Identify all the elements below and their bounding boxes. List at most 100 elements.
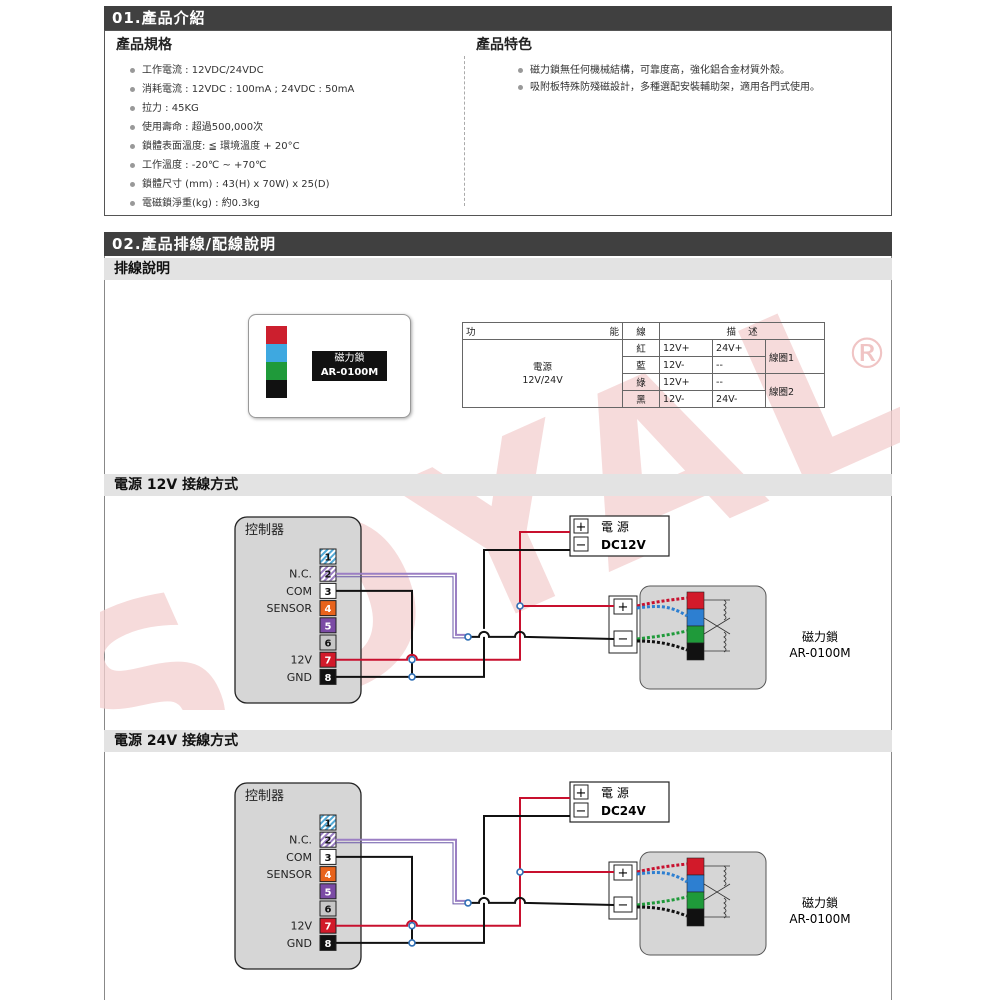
specs-list: 工作電流 : 12VDC/24VDC 消耗電流 : 12VDC : 100mA … (128, 61, 354, 213)
lock-wire-block (686, 874, 705, 893)
junction-node (408, 939, 416, 947)
lock-minus-sign: − (618, 632, 629, 647)
header-cell: 能 (609, 327, 620, 338)
wire-lock-minus (468, 896, 615, 906)
power-minus-terminal (573, 802, 589, 818)
terminal-label: N.C. (289, 568, 312, 581)
wire-color-cell: 紅 (622, 339, 661, 357)
lock-lead-green (636, 629, 688, 641)
lock-lead-red (636, 862, 688, 874)
controller-title: 控制器 (245, 789, 284, 804)
terminal-block (319, 900, 337, 917)
black-wire-swatch (266, 380, 287, 398)
lock-wire-block (686, 642, 705, 661)
terminal-block (319, 866, 337, 883)
power-minus-sign: − (576, 804, 587, 819)
junction-node (516, 602, 524, 610)
wire-power-minus (483, 549, 570, 629)
terminal-number: 7 (325, 922, 332, 933)
lock-wire-strip (266, 326, 287, 398)
terminal-number: 8 (325, 673, 332, 684)
wire-gnd (336, 902, 485, 944)
wire-12v (336, 797, 570, 927)
terminal-label: GND (287, 671, 312, 684)
junction-node (516, 868, 524, 876)
lock-minus-sign: − (618, 898, 629, 913)
lock-label-name: 磁力鎖 (334, 353, 365, 364)
lock-label-model: AR-0100M (320, 367, 379, 378)
wiring-frame (104, 256, 892, 1000)
section-title-wiring: 02.產品排線/配線說明 (104, 232, 892, 256)
lock-lead-blue (636, 870, 688, 884)
terminal-label: N.C. (289, 834, 312, 847)
terminal-number: 5 (325, 621, 332, 632)
lock-wire-block (686, 891, 705, 910)
spec-item: 鎖體表面溫度: ≦ 環境溫度 + 20°C (128, 137, 354, 156)
power-title: 電 源 (601, 786, 629, 800)
column-divider (464, 56, 465, 206)
header-cell: 功 (466, 327, 476, 338)
v12-cell: 12V+ (659, 373, 714, 391)
terminal-block (319, 814, 337, 831)
terminal-number: 1 (325, 553, 332, 564)
terminal-number: 8 (325, 939, 332, 950)
lock-lead-red (636, 596, 688, 608)
power-plus-terminal (573, 784, 589, 800)
coil-wiring (703, 599, 731, 652)
terminal-label: COM (286, 585, 312, 598)
function-line: 12V/24V (522, 374, 563, 386)
lock-lead-green (636, 895, 688, 907)
spec-item: 電磁鎖淨重(kg) : 約0.3kg (128, 194, 354, 213)
table-row: 黑 12V- 24V- (463, 390, 825, 408)
terminal-block (319, 548, 337, 565)
v12-cell: 12V+ (659, 339, 714, 357)
terminal-block (319, 883, 337, 900)
power-minus-terminal (573, 536, 589, 552)
lock-wire-block (686, 625, 705, 644)
coil-icon (723, 599, 727, 653)
coil-cell: 線圈2 (765, 373, 825, 408)
terminal-label: COM (286, 851, 312, 864)
wire-12v (336, 531, 570, 661)
function-line: 電源 (533, 361, 553, 373)
registered-mark: ® (846, 329, 888, 378)
v24-cell: -- (712, 373, 767, 391)
wiring-subheader: 排線說明 (104, 258, 892, 280)
lock-model: AR-0100M (789, 646, 850, 660)
function-cell: 電源 12V/24V (461, 339, 624, 408)
lock-label: 磁力鎖 AR-0100M (312, 351, 387, 381)
v24-cell: 24V+ (712, 339, 767, 357)
lock-name: 磁力鎖 (802, 629, 838, 644)
terminal-block (319, 617, 337, 634)
junction-node (464, 899, 472, 907)
wire-nc (336, 838, 468, 902)
v12-cell: 12V- (659, 356, 714, 374)
wire-power-minus (483, 815, 570, 895)
table-row: 綠 12V+ -- 線圈2 (463, 373, 825, 408)
wire-nc-shadow (336, 576, 468, 639)
coil-cell: 線圈1 (765, 339, 825, 374)
terminal-number: 2 (325, 836, 332, 847)
wire-lock-minus (468, 630, 615, 640)
power-plus-sign: + (576, 786, 587, 801)
wire-color-cell: 黑 (622, 390, 661, 408)
spec-item: 鎖體尺寸 (mm) : 43(H) x 70W) x 25(D) (128, 175, 354, 194)
table-header-desc: 描 述 (659, 322, 825, 340)
wire-function-table: 功能 線 描 述 電源 12V/24V 紅 12V+ 24V+ 線圈1 藍 12… (461, 322, 825, 408)
feature-item: 磁力鎖無任何機械結構，可靠度高，強化鋁合金材質外殼。 (516, 62, 826, 79)
junction-node (408, 655, 416, 664)
spec-item: 消耗電流 : 12VDC : 100mA ; 24VDC : 50mA (128, 80, 354, 99)
terminal-label: SENSOR (267, 602, 313, 615)
terminal-number: 4 (325, 604, 332, 615)
specs-header: 產品規格 (116, 37, 172, 53)
features-list: 磁力鎖無任何機械結構，可靠度高，強化鋁合金材質外殼。 吸附板特殊防殘磁設計，多種… (516, 62, 826, 96)
v24-cell: 24V- (712, 390, 767, 408)
spec-item: 拉力 : 45KG (128, 99, 354, 118)
lock-wire-block (686, 908, 705, 927)
wire-com (336, 589, 413, 677)
terminal-label: 12V (290, 920, 312, 933)
lock-lead-blue (636, 604, 688, 618)
terminal-number: 3 (325, 853, 332, 864)
